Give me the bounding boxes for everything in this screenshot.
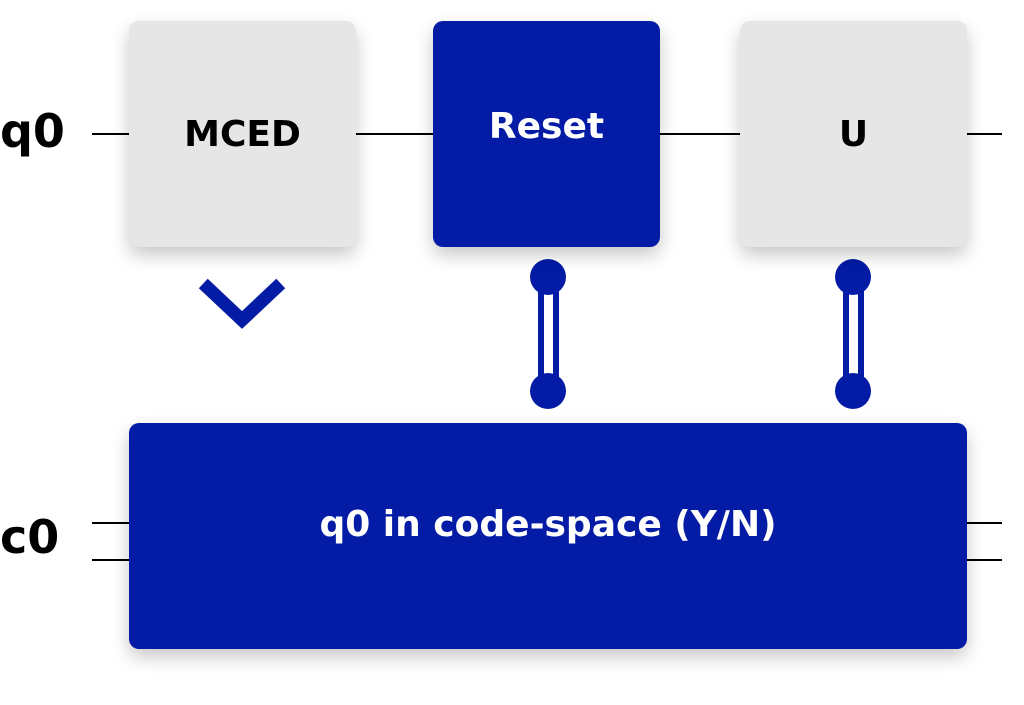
measurement-box[interactable]: q0 in code-space (Y/N) [129,423,967,649]
reset-gate[interactable]: Reset [433,21,660,247]
qubit-label-q0: q0 [0,104,65,158]
u-classical-connector [835,259,871,409]
reset-classical-connector [530,259,566,409]
mced-gate[interactable]: MCED [129,21,356,247]
u-gate-label: U [838,113,869,155]
reset-gate-label: Reset [488,105,605,147]
mced-gate-label: MCED [184,113,301,155]
measurement-box-label: q0 in code-space (Y/N) [319,503,777,545]
classical-label-c0: c0 [0,510,60,564]
u-gate[interactable]: U [740,21,967,247]
chevron-down-icon[interactable] [198,278,286,329]
